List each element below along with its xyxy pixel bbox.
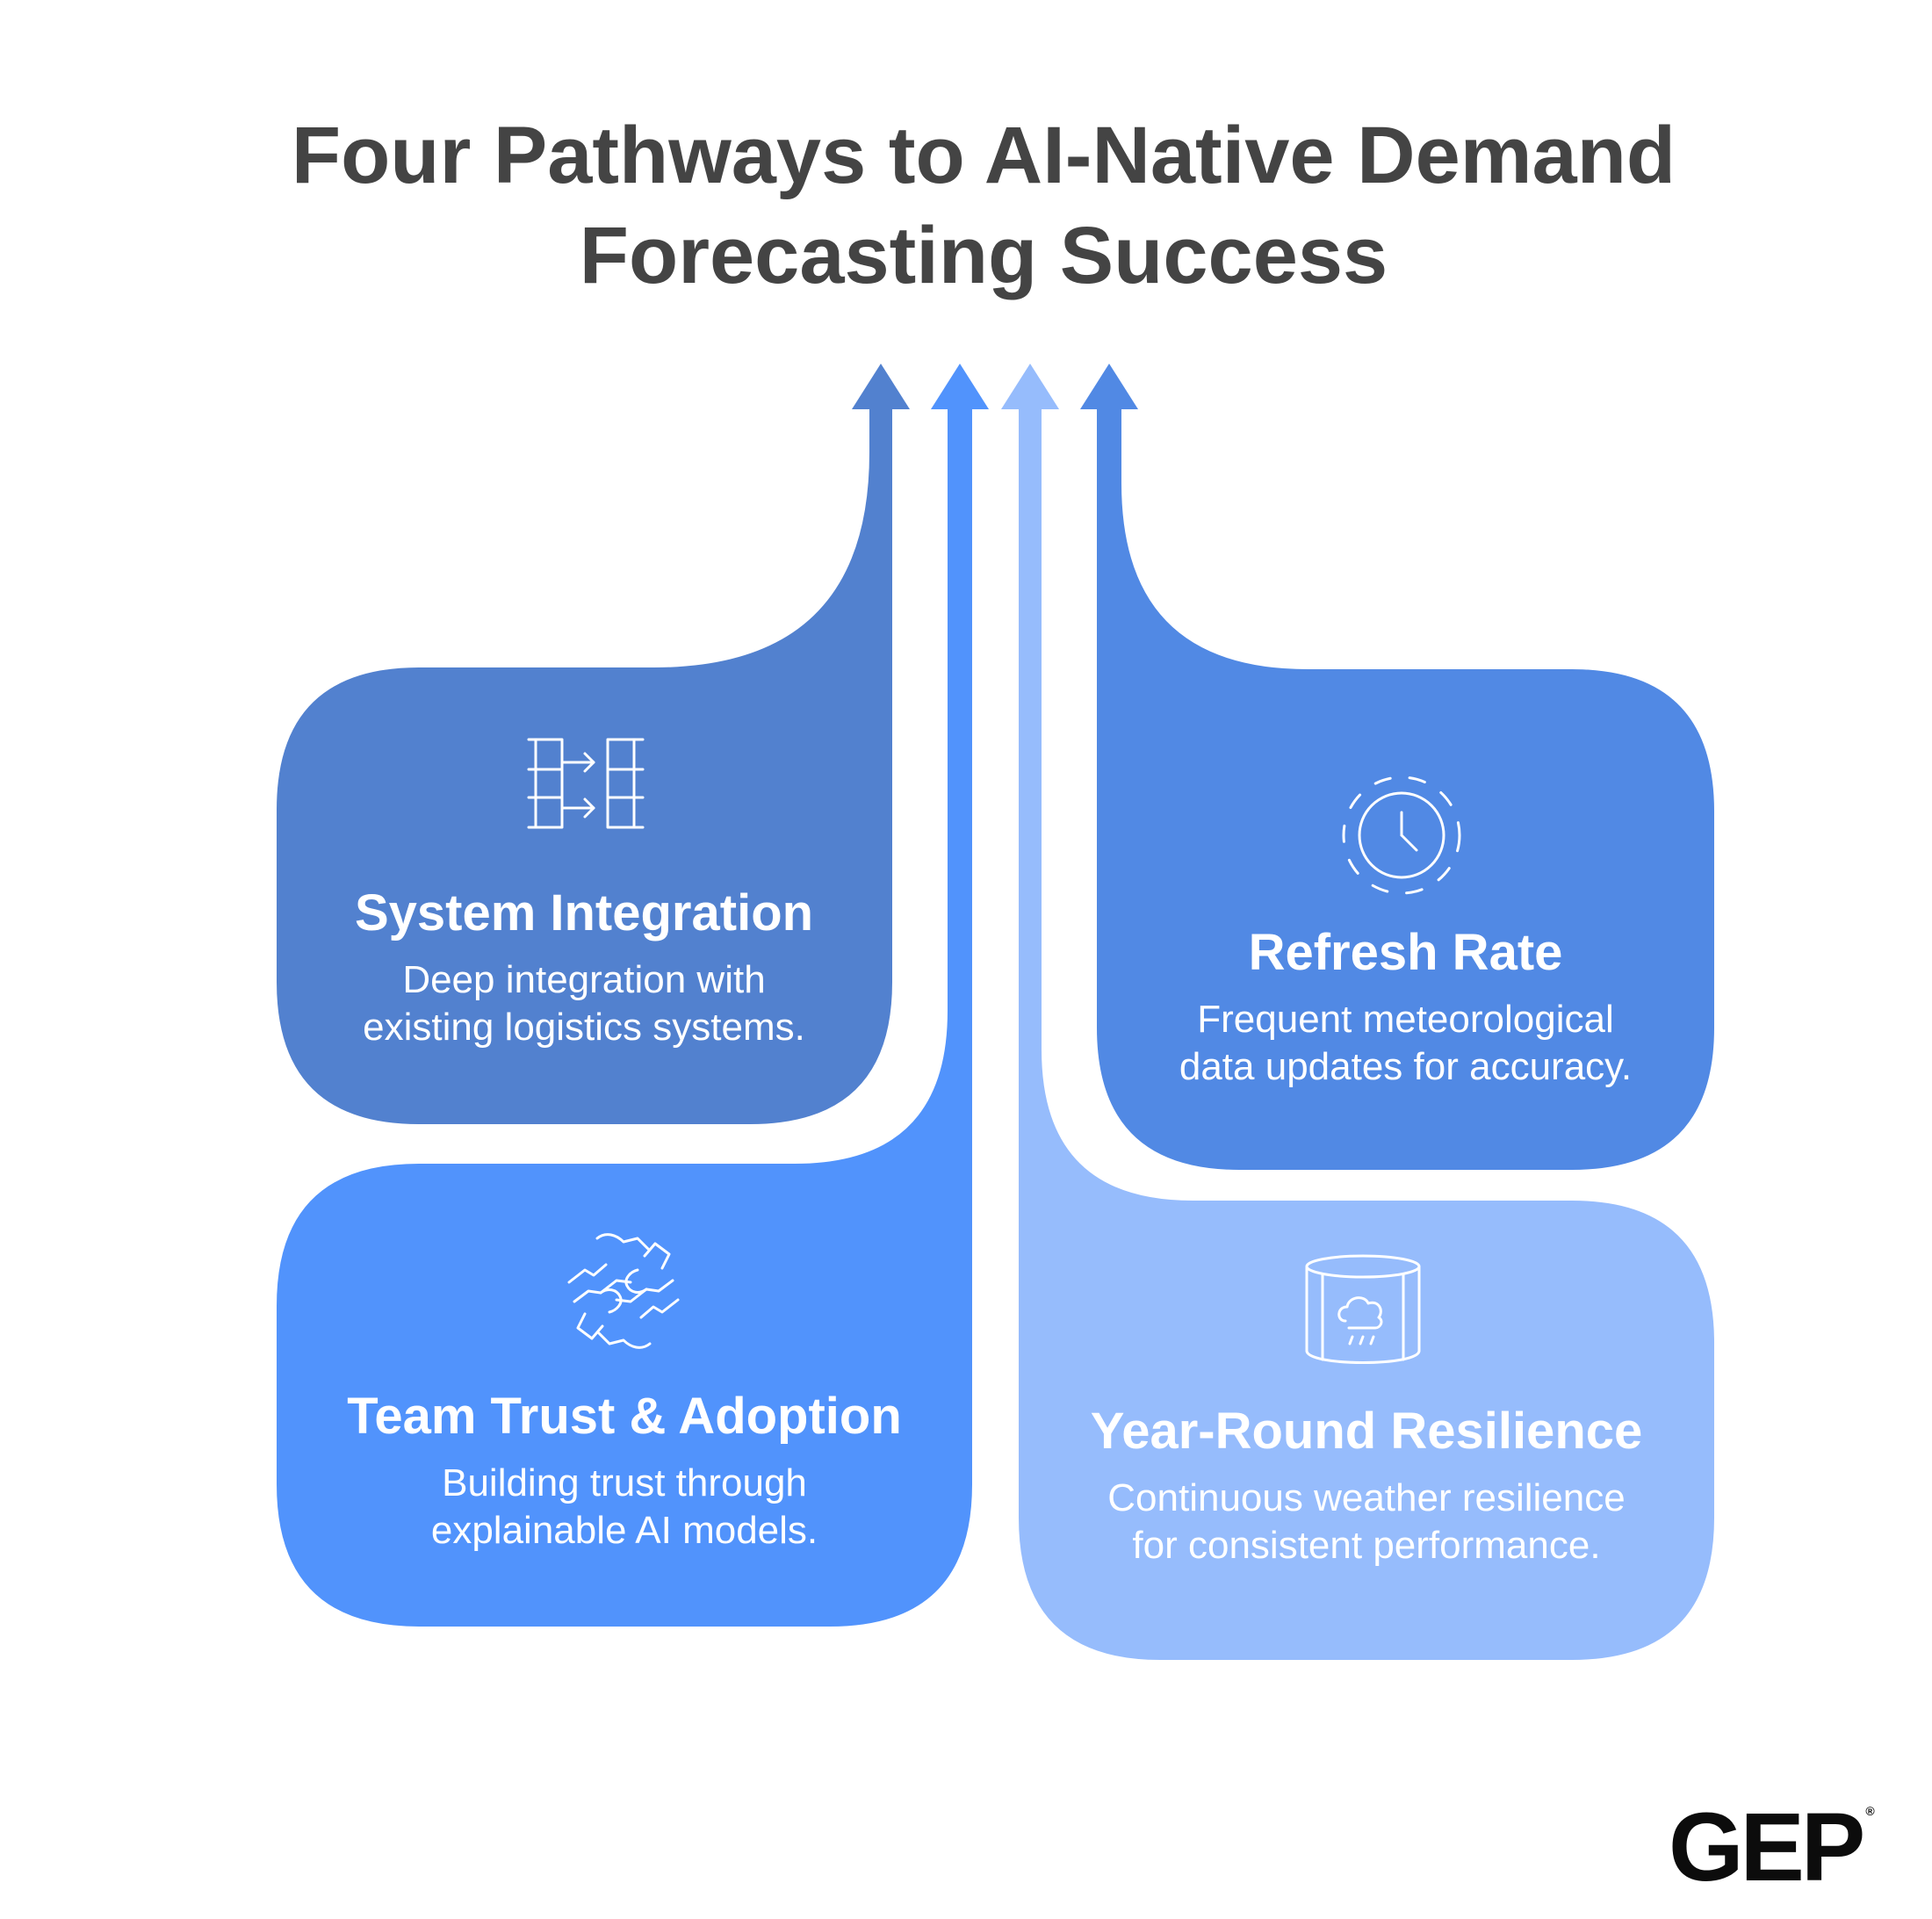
pathway-trust-arrowhead (931, 364, 989, 409)
pathway-integration-shape (277, 409, 892, 1124)
logo-text: GEP (1669, 1793, 1865, 1901)
card-description: Deep integration with existing logistics… (277, 956, 891, 1051)
card-description-line: Deep integration with (402, 958, 766, 1001)
gep-logo: GEP® (1669, 1792, 1875, 1903)
card-title: Refresh Rate (1248, 924, 1563, 981)
card-team-trust: Team Trust & Adoption Building trust thr… (277, 1386, 972, 1555)
card-description: Frequent meteorological data updates for… (1097, 996, 1714, 1091)
pathway-refresh-shape (1097, 409, 1714, 1170)
clock-refresh-icon (1339, 773, 1464, 898)
card-year-round-resilience: Year-Round Resilience Continuous weather… (1019, 1401, 1714, 1569)
weather-cylinder-icon (1301, 1252, 1424, 1367)
pathway-refresh-arrowhead (1080, 364, 1138, 409)
card-title: Team Trust & Adoption (347, 1388, 902, 1445)
integration-arrows-icon (523, 734, 648, 833)
registered-mark: ® (1865, 1804, 1875, 1818)
pathway-trust-shape (277, 409, 972, 1627)
pathway-resilience-arrowhead (1001, 364, 1059, 409)
card-description-line: data updates for accuracy. (1179, 1045, 1633, 1088)
card-description-line: for consistent performance. (1132, 1524, 1601, 1567)
page-title: Four Pathways to AI-Native Demand Foreca… (0, 105, 1932, 306)
card-system-integration: System Integration Deep integration with… (277, 883, 891, 1051)
card-description-line: existing logistics systems. (363, 1006, 805, 1049)
title-line-2: Forecasting Success (579, 211, 1388, 300)
card-description: Continuous weather resilience for consis… (1019, 1475, 1714, 1569)
card-title: Year-Round Resilience (1090, 1403, 1643, 1460)
pathway-integration-arrowhead (852, 364, 910, 409)
card-description-line: explainable AI models. (430, 1509, 818, 1552)
card-description-line: Continuous weather resilience (1107, 1476, 1626, 1519)
card-title: System Integration (354, 884, 814, 941)
card-description-line: Building trust through (442, 1461, 807, 1504)
card-description: Building trust through explainable AI mo… (277, 1460, 972, 1555)
card-description-line: Frequent meteorological (1197, 998, 1614, 1041)
title-line-1: Four Pathways to AI-Native Demand (291, 111, 1676, 200)
pathway-resilience-shape (1019, 409, 1714, 1660)
card-refresh-rate: Refresh Rate Frequent meteorological dat… (1097, 922, 1714, 1091)
hands-collaboration-icon (562, 1230, 685, 1353)
